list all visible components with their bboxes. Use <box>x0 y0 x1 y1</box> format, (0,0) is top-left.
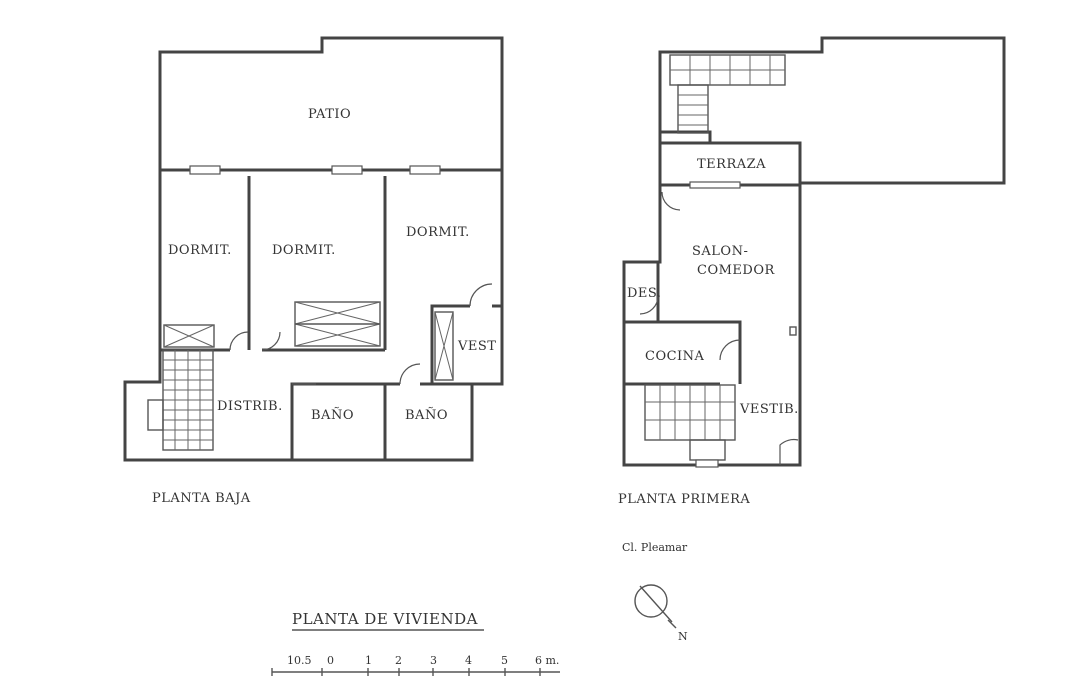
first-floor-plan: TERRAZA SALON- COMEDOR DES. COCINA VESTI… <box>618 36 1006 554</box>
scale-label-4: 3 <box>430 654 437 667</box>
scale-label-7: 6 m. <box>535 654 559 667</box>
room-label-vestib: VESTIB. <box>739 402 799 417</box>
cocina-walls <box>624 320 742 386</box>
window-terraza <box>689 181 741 189</box>
bano-1-walls <box>290 382 387 460</box>
room-label-terraza: TERRAZA <box>697 157 766 172</box>
scale-label-1: 0 <box>327 654 334 667</box>
room-label-dormit-1: DORMIT. <box>168 243 232 258</box>
wardrobe-vest <box>434 311 454 381</box>
room-label-salon-line2: COMEDOR <box>697 263 775 278</box>
scale-label-6: 5 <box>501 654 508 667</box>
terraza-walls <box>658 132 802 187</box>
scale-label-5: 4 <box>465 654 472 667</box>
staircase-first-top <box>669 54 786 134</box>
first-floor-caption: PLANTA PRIMERA <box>618 492 750 507</box>
room-label-vest: VEST <box>457 339 496 354</box>
north-label: N <box>678 630 688 643</box>
wall-marker <box>789 326 797 336</box>
door-entrance <box>779 438 799 465</box>
scale-label-0: 10.5 <box>287 654 312 667</box>
scale-label-2: 1 <box>365 654 372 667</box>
window-3 <box>409 165 441 175</box>
room-label-bano-1: BAÑO <box>311 407 354 423</box>
window-vestib <box>695 459 719 468</box>
ground-floor-plan: PATIO DORMIT. DORMIT. DORMIT. VEST DISTR… <box>123 36 504 506</box>
drawing-title: PLANTA DE VIVIENDA <box>292 610 478 628</box>
room-label-distrib: DISTRIB. <box>217 399 283 414</box>
room-label-bano-2: BAÑO <box>405 407 448 423</box>
room-label-salon-line1: SALON- <box>692 244 748 259</box>
room-label-patio: PATIO <box>308 107 351 122</box>
door-terraza <box>661 191 681 211</box>
ground-floor-outline <box>123 168 504 462</box>
window-1 <box>189 165 221 175</box>
room-label-cocina: COCINA <box>645 349 705 364</box>
door-dormit-1 <box>229 331 249 351</box>
scale-label-3: 2 <box>395 654 402 667</box>
door-bano-2 <box>399 363 421 385</box>
room-label-dormit-2: DORMIT. <box>272 243 336 258</box>
door-cocina <box>719 339 741 361</box>
scale-bar: 10.5 0 1 2 3 4 5 6 m. <box>271 654 560 676</box>
first-floor-outline <box>622 183 802 467</box>
room-label-des: DES. <box>627 286 662 301</box>
staircase-first-bottom <box>644 384 736 461</box>
door-despensa <box>639 295 659 315</box>
door-dormit-2 <box>261 331 281 351</box>
door-vest <box>469 283 493 307</box>
wardrobe-1 <box>163 324 215 348</box>
staircase-ground <box>147 349 214 451</box>
vest-walls <box>430 304 502 384</box>
street-name: Cl. Pleamar <box>622 541 688 554</box>
ground-floor-caption: PLANTA BAJA <box>152 491 251 506</box>
window-2 <box>331 165 363 175</box>
north-arrow: N <box>634 584 688 643</box>
room-label-dormit-3: DORMIT. <box>406 225 470 240</box>
patio-outline <box>158 36 504 172</box>
